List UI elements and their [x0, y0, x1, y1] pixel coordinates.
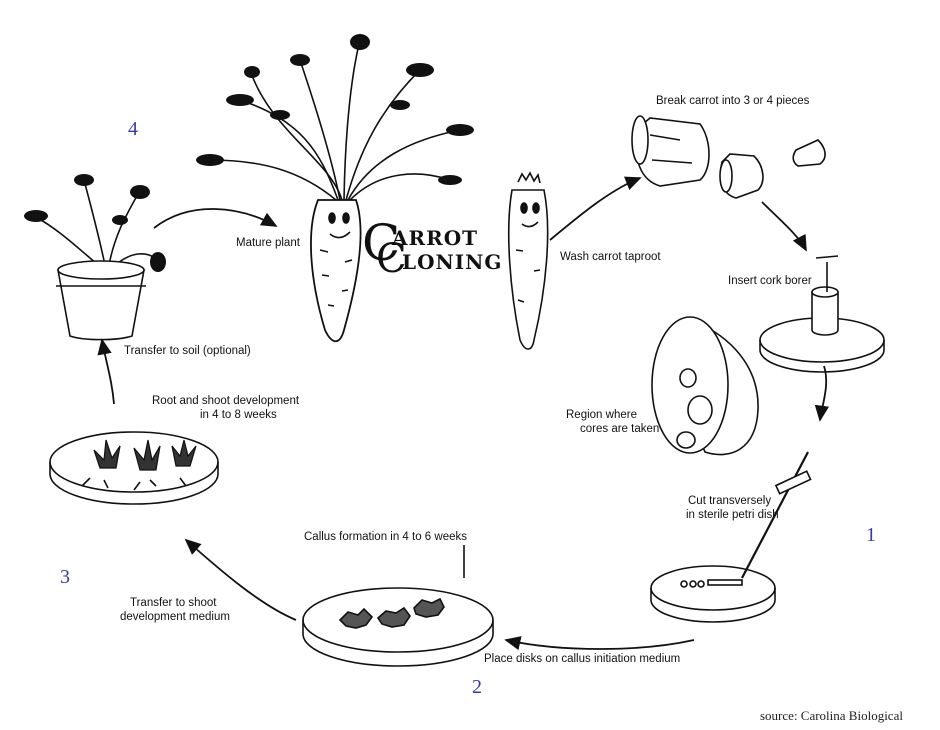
petri-dish-shoots — [50, 432, 218, 504]
step-number-4: 4 — [128, 118, 138, 141]
label-shoot-line-2: development medium — [120, 610, 230, 624]
label-cut-line-2: in sterile petri dish — [686, 508, 779, 522]
step-number-2: 2 — [472, 676, 482, 699]
label-cut-line-1: Cut transversely — [688, 494, 771, 508]
petri-dish-callus — [303, 545, 493, 666]
source-credit: source: Carolina Biological — [760, 708, 903, 724]
label-insert-cork-borer: Insert cork borer — [728, 274, 812, 288]
potted-plant — [24, 174, 166, 340]
label-transfer-soil: Transfer to soil (optional) — [124, 344, 251, 358]
label-place-disks: Place disks on callus initiation medium — [484, 652, 680, 666]
label-region-line-2: cores are taken — [580, 422, 659, 436]
carrot-pieces — [632, 116, 825, 198]
label-wash-taproot: Wash carrot taproot — [560, 250, 661, 264]
step-number-1: 1 — [866, 524, 876, 547]
label-region-line-1: Region where — [566, 408, 637, 422]
label-root-line-2: in 4 to 8 weeks — [200, 408, 277, 422]
step-number-3: 3 — [60, 566, 70, 589]
label-root-line-1: Root and shoot development — [152, 394, 299, 408]
mature-carrot-plant — [196, 34, 474, 341]
label-mature-plant: Mature plant — [236, 236, 300, 250]
label-callus-formation: Callus formation in 4 to 6 weeks — [304, 530, 467, 544]
label-break-carrot: Break carrot into 3 or 4 pieces — [656, 94, 809, 108]
title-line-2: LONING — [402, 250, 502, 274]
label-shoot-line-1: Transfer to shoot — [130, 596, 217, 610]
carrot-slice-region — [652, 317, 758, 455]
petri-dish-with-knife — [651, 452, 811, 622]
